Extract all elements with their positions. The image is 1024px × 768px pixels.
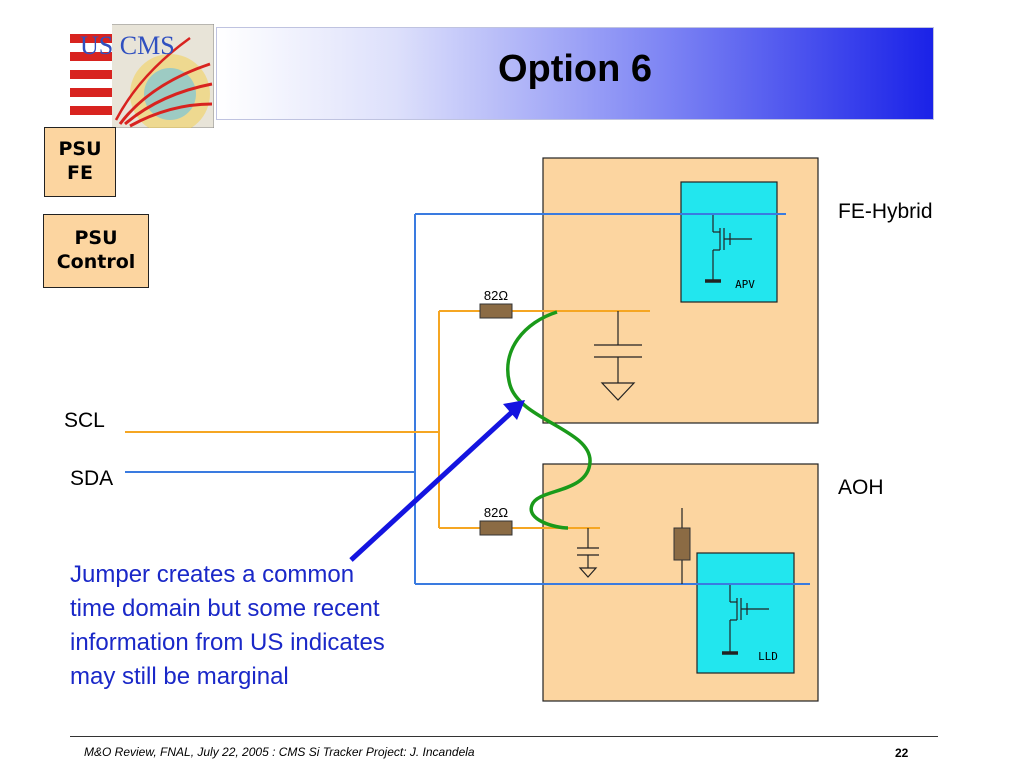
apv-transistor [705, 214, 752, 283]
us-cms-logo: US CMS [70, 24, 214, 128]
apv-label: APV [735, 278, 755, 291]
psu-control-line-2: Control [56, 251, 136, 273]
psu-control-box: PSU Control [43, 214, 149, 288]
resistor-bottom [479, 520, 513, 536]
fe-hybrid-capacitor [594, 311, 642, 401]
lld-chip [696, 552, 795, 674]
green-jumper [506, 310, 592, 530]
fe-hybrid-label: FE-Hybrid [838, 200, 933, 223]
footer-divider [70, 736, 938, 737]
resistor-bottom-label: 82Ω [484, 505, 508, 520]
resistor-top-label: 82Ω [484, 288, 508, 303]
sda-wiring [125, 213, 810, 585]
sda-label: SDA [70, 467, 114, 490]
title-bar [216, 27, 934, 120]
scl-wiring [125, 310, 650, 529]
pointer-arrow [349, 400, 525, 562]
aoh-capacitor [577, 528, 599, 578]
psu-fe-line-2: FE [67, 162, 93, 184]
lld-transistor [722, 585, 769, 655]
page-number: 22 [895, 746, 909, 760]
jumper-note: Jumper creates a common time domain but … [70, 561, 385, 690]
logo-text: US CMS [80, 31, 175, 60]
aoh-resistor [673, 508, 691, 584]
apv-chip [680, 181, 778, 303]
resistor-top [479, 303, 513, 319]
psu-fe-line-1: PSU [58, 138, 102, 160]
psu-control-line-1: PSU [74, 227, 118, 249]
page-title: Option 6 [497, 48, 653, 90]
footer-text: M&O Review, FNAL, July 22, 2005 : CMS Si… [84, 745, 475, 759]
lld-label: LLD [758, 650, 778, 663]
psu-fe-box: PSU FE [44, 127, 116, 197]
aoh-label: AOH [838, 476, 884, 499]
scl-label: SCL [64, 409, 105, 432]
